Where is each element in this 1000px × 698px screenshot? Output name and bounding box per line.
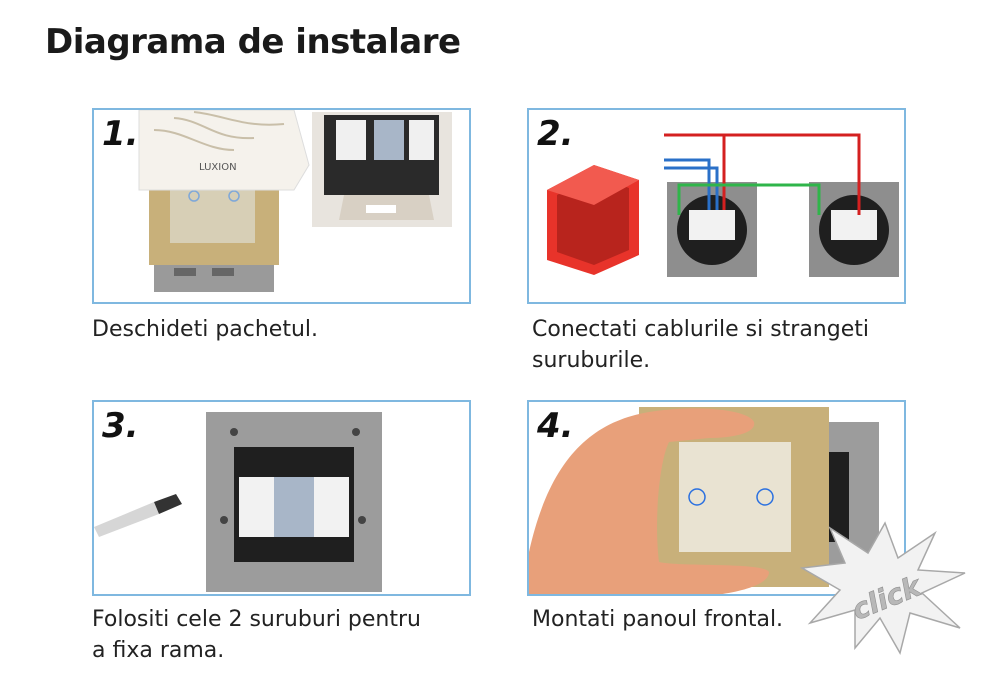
click-starburst: click	[800, 521, 966, 655]
page-title: Diagrama de instalare	[45, 22, 461, 62]
step-4-illustration	[529, 407, 879, 594]
luxion-logo: LUXION	[199, 162, 237, 173]
step-1-panel: 1. LUXION	[92, 108, 471, 304]
step-1-caption: Deschideti pachetul.	[92, 317, 319, 342]
step-3-illustration	[94, 412, 382, 592]
step-2-number: 2.	[537, 114, 574, 154]
step-2-caption-line1: Conectati cablurile si strangeti	[532, 317, 869, 342]
step-1-number: 1.	[102, 114, 139, 154]
step-3-caption-line1: Folositi cele 2 suruburi pentru	[92, 607, 421, 632]
step-3-number: 3.	[102, 406, 139, 446]
step-4-number: 4.	[537, 406, 574, 446]
step-1-illustration: LUXION	[138, 110, 452, 292]
step-3-panel: 3.	[92, 400, 471, 596]
step-3-caption-line2: a fixa rama.	[92, 638, 225, 663]
step-2-panel: 2.	[527, 108, 906, 304]
step-4-caption: Montati panoul frontal.	[532, 607, 784, 632]
step-3-caption: Folositi cele 2 suruburi pentru a fixa r…	[92, 604, 421, 666]
step-4-panel: 4.	[527, 400, 906, 596]
step-2-illustration	[547, 133, 899, 277]
step-2-caption: Conectati cablurile si strangeti surubur…	[532, 314, 869, 376]
step-2-caption-line2: suruburile.	[532, 348, 651, 373]
